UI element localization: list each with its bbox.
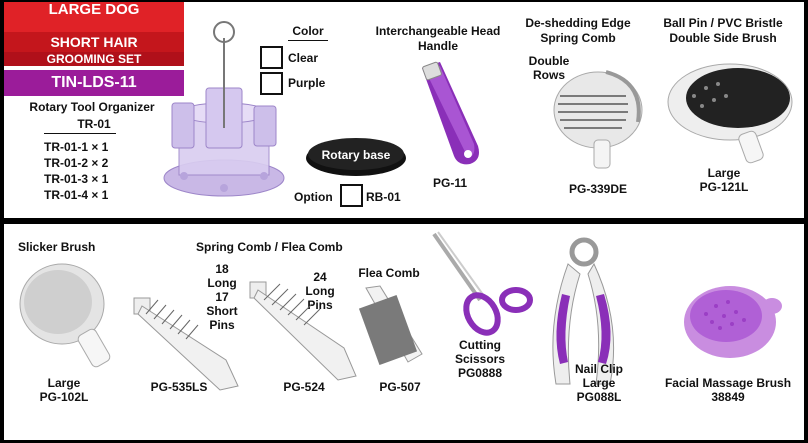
rotary-base-model: RB-01: [366, 190, 401, 204]
scissors-code: PG0888: [457, 366, 503, 380]
pg339-name-line1: De-shedding Edge: [525, 16, 631, 30]
pg524-code: PG-524: [283, 380, 325, 394]
organizer-rule: [44, 133, 116, 134]
double-side-brush-image: [667, 63, 793, 164]
rotary-base-label: Rotary base: [321, 148, 391, 162]
rotary-base-checkbox[interactable]: [340, 184, 363, 207]
pg11-name-line1: Interchangeable Head: [375, 24, 501, 38]
color-heading: Color: [292, 24, 324, 38]
pg524-n2: Long: [305, 284, 335, 298]
pg339-name-line2: Spring Comb: [540, 31, 616, 45]
pg11-name-line2: Handle: [417, 39, 458, 53]
flea-comb-image: [358, 285, 423, 366]
organizer-item-1: TR-01-1 × 1: [44, 140, 109, 154]
organizer-title: Rotary Tool Organizer: [29, 100, 155, 114]
header-line1: LARGE DOG: [4, 2, 184, 32]
pg535-n2: Long: [207, 276, 237, 290]
pg339-note-line2: Rows: [532, 68, 565, 82]
organizer-model: TR-01: [77, 117, 111, 131]
spring-comb-535-image: [133, 297, 239, 391]
pg535-n5: Pins: [209, 318, 235, 332]
top-panel: LARGE DOG SHORT HAIR GROOMING SET TIN-LD…: [4, 2, 804, 218]
model-badge: TIN-LDS-11: [4, 70, 184, 96]
pg11-code: PG-11: [432, 176, 468, 190]
scissors-n1: Cutting: [459, 338, 501, 352]
pg121-name-line2: Double Side Brush: [669, 31, 777, 45]
pg524-n1: 24: [313, 270, 327, 284]
header-line2: SHORT HAIR: [4, 32, 184, 52]
organizer-item-3: TR-01-3 × 1: [44, 172, 109, 186]
spring-comb-524-image: [249, 281, 357, 381]
massage-name: Facial Massage Brush: [664, 376, 792, 390]
rotary-base-image: [306, 138, 406, 176]
pg535-n3: 17: [215, 290, 229, 304]
deshedding-comb-image: [553, 70, 643, 169]
purple-label: Purple: [288, 76, 326, 90]
slicker-code: PG-102L: [39, 390, 89, 404]
pg121-size: Large: [707, 166, 741, 180]
facial-massage-brush-image: [684, 286, 782, 358]
pg339-note-line1: Double: [528, 54, 570, 68]
clip-n1: Nail Clip: [574, 362, 623, 376]
flea-name: Flea Comb: [358, 266, 420, 280]
flea-code: PG-507: [379, 380, 421, 394]
clip-code: PG088L: [576, 390, 622, 404]
pg339-code: PG-339DE: [568, 182, 628, 196]
slicker-brush-image: [19, 263, 111, 368]
bottom-panel: Slicker Brush Large PG-102L Spring Comb …: [4, 224, 804, 440]
rotary-organizer-image: [163, 21, 285, 197]
purple-checkbox[interactable]: [260, 72, 283, 95]
pg121-name-line1: Ball Pin / PVC Bristle: [663, 16, 783, 30]
option-label: Option: [294, 190, 333, 204]
slicker-name: Slicker Brush: [18, 240, 96, 254]
slicker-size: Large: [47, 376, 81, 390]
spring-flea-heading: Spring Comb / Flea Comb: [196, 240, 343, 254]
organizer-item-2: TR-01-2 × 2: [44, 156, 109, 170]
organizer-item-4: TR-01-4 × 1: [44, 188, 109, 202]
interchangeable-handle-image: [422, 61, 479, 165]
pg121-code: PG-121L: [699, 180, 749, 194]
massage-code: 38849: [711, 390, 745, 404]
nail-clip-image: [552, 237, 615, 385]
clip-n2: Large: [582, 376, 616, 390]
cutting-scissors-image: [432, 231, 533, 336]
header-line3: GROOMING SET: [4, 52, 184, 66]
pg535-code: PG-535LS: [150, 380, 208, 394]
clear-label: Clear: [288, 51, 319, 65]
pg524-n3: Pins: [307, 298, 333, 312]
clear-checkbox[interactable]: [260, 46, 283, 69]
color-rule: [288, 40, 328, 41]
pg535-n4: Short: [206, 304, 238, 318]
scissors-n2: Scissors: [454, 352, 506, 366]
pg535-n1: 18: [215, 262, 229, 276]
